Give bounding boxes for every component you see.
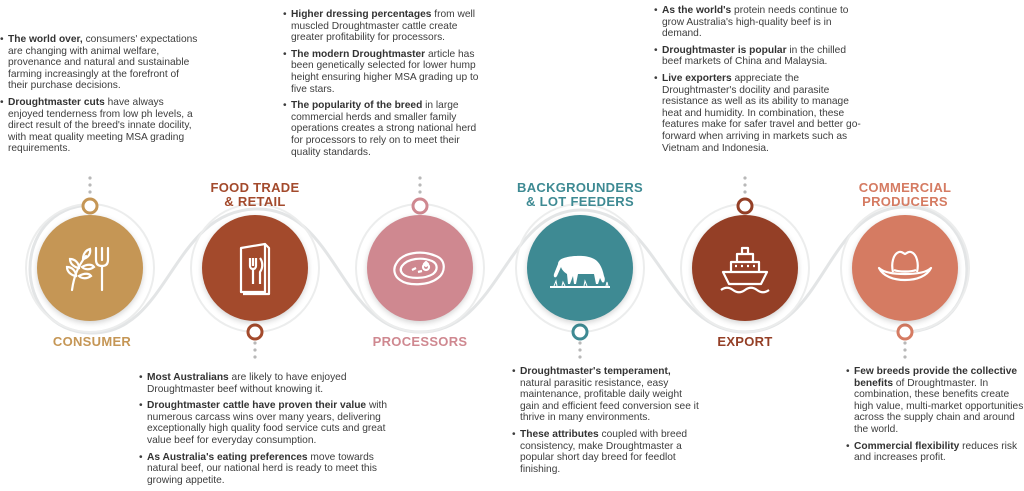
backgrounders-circle bbox=[527, 215, 633, 321]
note-item: Few breeds provide the collective benefi… bbox=[846, 366, 1024, 436]
note-item: The modern Droughtmaster article has bee… bbox=[283, 49, 479, 95]
flow-path bbox=[28, 203, 969, 335]
stage-title-commercial: COMMERCIAL PRODUCERS bbox=[858, 180, 952, 209]
note-item: These attributes coupled with breed cons… bbox=[512, 429, 702, 475]
export-notes: As the world's protein needs continue to… bbox=[654, 5, 866, 159]
node-food bbox=[246, 323, 264, 341]
consumer-circle bbox=[37, 215, 143, 321]
node-processors bbox=[411, 197, 429, 215]
node-backgrounders bbox=[571, 323, 589, 341]
cowboy-hat-icon bbox=[877, 250, 933, 282]
steak-icon bbox=[393, 251, 445, 286]
note-item: Most Australians are likely to have enjo… bbox=[139, 372, 399, 395]
stage-title-processors: PROCESSORS bbox=[372, 334, 468, 349]
backgrounders-notes: Droughtmaster's temperament, natural par… bbox=[512, 366, 702, 480]
stage-title-food: FOOD TRADE & RETAIL bbox=[210, 180, 300, 209]
note-item: Droughtmaster cattle have proven their v… bbox=[139, 400, 399, 446]
processors-circle bbox=[367, 215, 473, 321]
node-consumer bbox=[81, 197, 99, 215]
consumer-notes: The world over, consumers' expectations … bbox=[0, 34, 198, 160]
note-item: As the world's protein needs continue to… bbox=[654, 5, 866, 40]
wheat-fork-icon bbox=[65, 246, 110, 292]
commercial-notes: Few breeds provide the collective benefi… bbox=[846, 366, 1024, 469]
node-commercial bbox=[896, 323, 914, 341]
grazing-cow-icon bbox=[550, 255, 610, 288]
stage-title-export: EXPORT bbox=[717, 334, 773, 349]
note-item: Live exporters appreciate the Droughtmas… bbox=[654, 73, 866, 154]
note-item: The popularity of the breed in large com… bbox=[283, 100, 479, 158]
note-item: Droughtmaster is popular in the chilled … bbox=[654, 45, 866, 68]
stage-title-consumer: CONSUMER bbox=[52, 334, 132, 349]
note-item: Higher dressing percentages from well mu… bbox=[283, 9, 479, 44]
note-item: The world over, consumers' expectations … bbox=[0, 34, 198, 92]
food-circle bbox=[202, 215, 308, 321]
food-notes: Most Australians are likely to have enjo… bbox=[139, 372, 399, 491]
menu-book-icon bbox=[239, 242, 271, 296]
stage-title-backgrounders: BACKGROUNDERS & LOT FEEDERS bbox=[517, 180, 643, 209]
commercial-circle bbox=[852, 215, 958, 321]
ship-icon bbox=[720, 246, 770, 294]
processors-notes: Higher dressing percentages from well mu… bbox=[283, 9, 479, 163]
export-circle bbox=[692, 215, 798, 321]
note-item: As Australia's eating preferences move t… bbox=[139, 452, 399, 487]
note-item: Commercial flexibility reduces risk and … bbox=[846, 441, 1024, 464]
node-export bbox=[736, 197, 754, 215]
note-item: Droughtmaster cuts have always enjoyed t… bbox=[0, 97, 198, 155]
note-item: Droughtmaster's temperament, natural par… bbox=[512, 366, 702, 424]
